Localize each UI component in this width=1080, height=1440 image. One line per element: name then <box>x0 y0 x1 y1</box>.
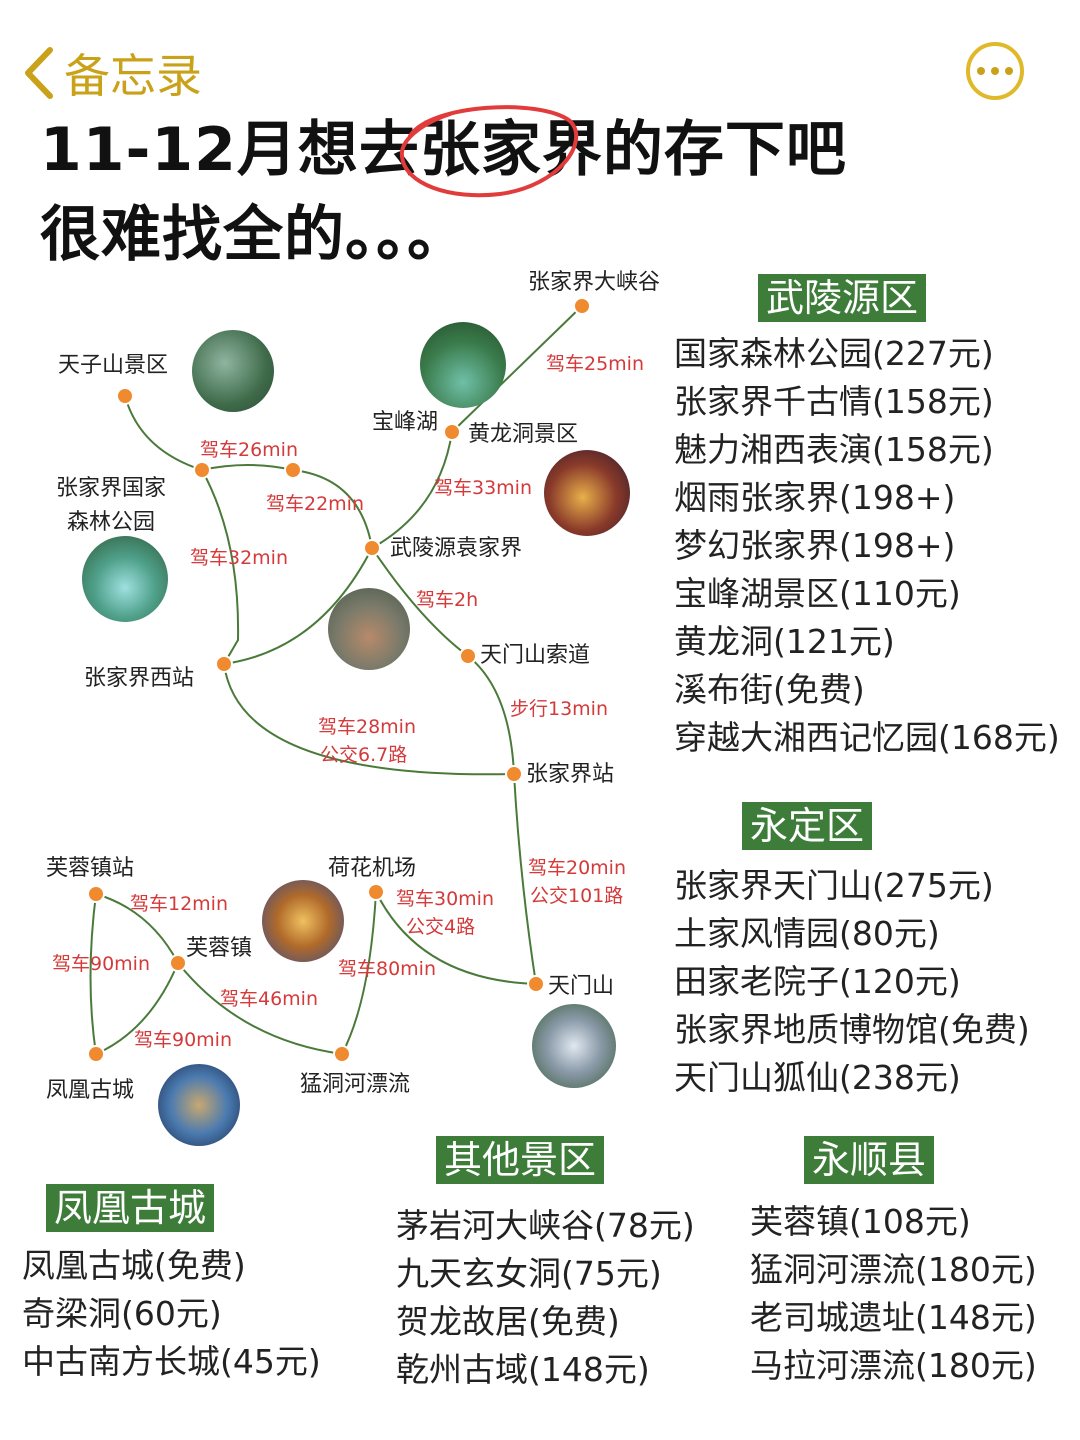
time-label: 公交6.7路 <box>320 744 408 766</box>
list-item: 茅岩河大峡谷(78元) <box>396 1206 695 1245</box>
time-label: 公交4路 <box>406 916 476 938</box>
place-label-tms: 天门山 <box>548 974 615 999</box>
place-label-fhgc: 凤凰古城 <box>46 1078 135 1103</box>
time-label: 驾车25min <box>546 353 645 375</box>
back-button[interactable]: 备忘录 <box>22 40 202 106</box>
place-label-slgy: 张家界国家 森林公园 <box>56 476 167 535</box>
list-item: 芙蓉镇(108元) <box>750 1202 971 1241</box>
time-label: 步行13min <box>510 698 609 720</box>
time-label: 驾车33min <box>434 477 533 499</box>
section-header-other: 其他景区 <box>436 1136 605 1184</box>
list-item: 国家森林公园(227元) <box>674 334 994 373</box>
list-item: 黄龙洞(121元) <box>674 622 895 661</box>
time-label: 驾车30min <box>396 888 495 910</box>
list-item: 张家界天门山(275元) <box>674 866 994 905</box>
time-label: 驾车46min <box>220 988 319 1010</box>
list-item: 乾州古域(148元) <box>396 1350 650 1389</box>
time-label: 驾车20min <box>528 857 627 879</box>
highlight-circle <box>399 105 578 198</box>
tianzishan-photo <box>192 330 274 412</box>
list-item: 猛洞河漂流(180元) <box>750 1250 1037 1289</box>
time-label: 驾车2h <box>416 589 479 611</box>
time-label: 驾车90min <box>134 1029 233 1051</box>
place-label-frz: 芙蓉镇 <box>186 936 253 961</box>
time-label: 驾车80min <box>338 958 437 980</box>
yongshun-list: 芙蓉镇(108元) 猛洞河漂流(180元) 老司城遗址(148元) 马拉河漂流(… <box>750 1198 1037 1390</box>
more-icon[interactable] <box>966 42 1024 100</box>
list-item: 中古南方长城(45元) <box>22 1342 321 1381</box>
list-item: 烟雨张家界(198+) <box>674 478 956 517</box>
time-label: 驾车22min <box>266 493 365 515</box>
section-header-fenghuang: 凤凰古城 <box>46 1184 215 1232</box>
place-label-xz: 张家界西站 <box>84 666 195 691</box>
time-label: 公交101路 <box>530 885 624 907</box>
place-label-frzz: 芙蓉镇站 <box>46 856 135 881</box>
list-item: 溪布街(免费) <box>674 670 865 709</box>
time-label: 驾车28min <box>318 716 417 738</box>
place-label-zjjz: 张家界站 <box>526 762 615 787</box>
list-item: 梦幻张家界(198+) <box>674 526 956 565</box>
list-item: 马拉河漂流(180元) <box>750 1346 1037 1385</box>
place-label-dxg: 张家界大峡谷 <box>528 270 661 295</box>
place-label-hld: 黄龙洞景区 <box>468 422 579 447</box>
place-label-mdh: 猛洞河漂流 <box>300 1072 411 1097</box>
list-item: 魅力湘西表演(158元) <box>674 430 994 469</box>
fenghuang-photo <box>158 1064 240 1146</box>
place-label-wly: 武陵源袁家界 <box>390 536 523 561</box>
list-item: 贺龙故居(免费) <box>396 1302 620 1341</box>
time-label: 驾车90min <box>52 953 151 975</box>
fenghuang-list: 凤凰古城(免费) 奇梁洞(60元) 中古南方长城(45元) <box>22 1242 321 1386</box>
wulingyuan-photo <box>328 588 410 670</box>
furongzhen-photo <box>262 880 344 962</box>
section-header-yongding: 永定区 <box>742 802 873 850</box>
page-title-line1: 11-12月想去张家界的存下吧 <box>40 115 847 185</box>
time-label: 驾车12min <box>130 893 229 915</box>
place-label-tmsd: 天门山索道 <box>480 643 591 668</box>
huanglongdong-photo <box>544 450 630 536</box>
section-header-wulingyuan: 武陵源区 <box>758 274 927 322</box>
list-item: 老司城遗址(148元) <box>750 1298 1037 1337</box>
list-item: 天门山狐仙(238元) <box>674 1058 961 1097</box>
list-item: 宝峰湖景区(110元) <box>674 574 961 613</box>
list-item: 土家风情园(80元) <box>674 914 940 953</box>
baofenghu-photo <box>420 322 506 408</box>
list-item: 张家界地质博物馆(免费) <box>674 1010 1030 1049</box>
page-title-line2: 很难找全的。。。 <box>40 200 468 270</box>
forest-park-photo <box>82 536 168 622</box>
back-label: 备忘录 <box>64 49 202 103</box>
yongding-list: 张家界天门山(275元) 土家风情园(80元) 田家老院子(120元) 张家界地… <box>674 862 1030 1102</box>
list-item: 凤凰古城(免费) <box>22 1246 246 1285</box>
list-item: 奇梁洞(60元) <box>22 1294 222 1333</box>
place-label-bfh: 宝峰湖 <box>372 410 439 435</box>
wulingyuan-list: 国家森林公园(227元) 张家界千古情(158元) 魅力湘西表演(158元) 烟… <box>674 330 1060 762</box>
list-item: 穿越大湘西记忆园(168元) <box>674 718 1060 757</box>
place-label-tzs: 天子山景区 <box>58 353 169 378</box>
section-header-yongshun: 永顺县 <box>804 1136 935 1184</box>
list-item: 张家界千古情(158元) <box>674 382 994 421</box>
list-item: 田家老院子(120元) <box>674 962 961 1001</box>
tianmenshan-photo <box>532 1004 616 1088</box>
time-label: 驾车32min <box>190 547 289 569</box>
place-label-hhjc: 荷花机场 <box>328 856 417 881</box>
list-item: 九天玄女洞(75元) <box>396 1254 662 1293</box>
chevron-left-icon <box>22 46 56 100</box>
other-list: 茅岩河大峡谷(78元) 九天玄女洞(75元) 贺龙故居(免费) 乾州古域(148… <box>396 1202 695 1394</box>
time-label: 驾车26min <box>200 439 299 461</box>
